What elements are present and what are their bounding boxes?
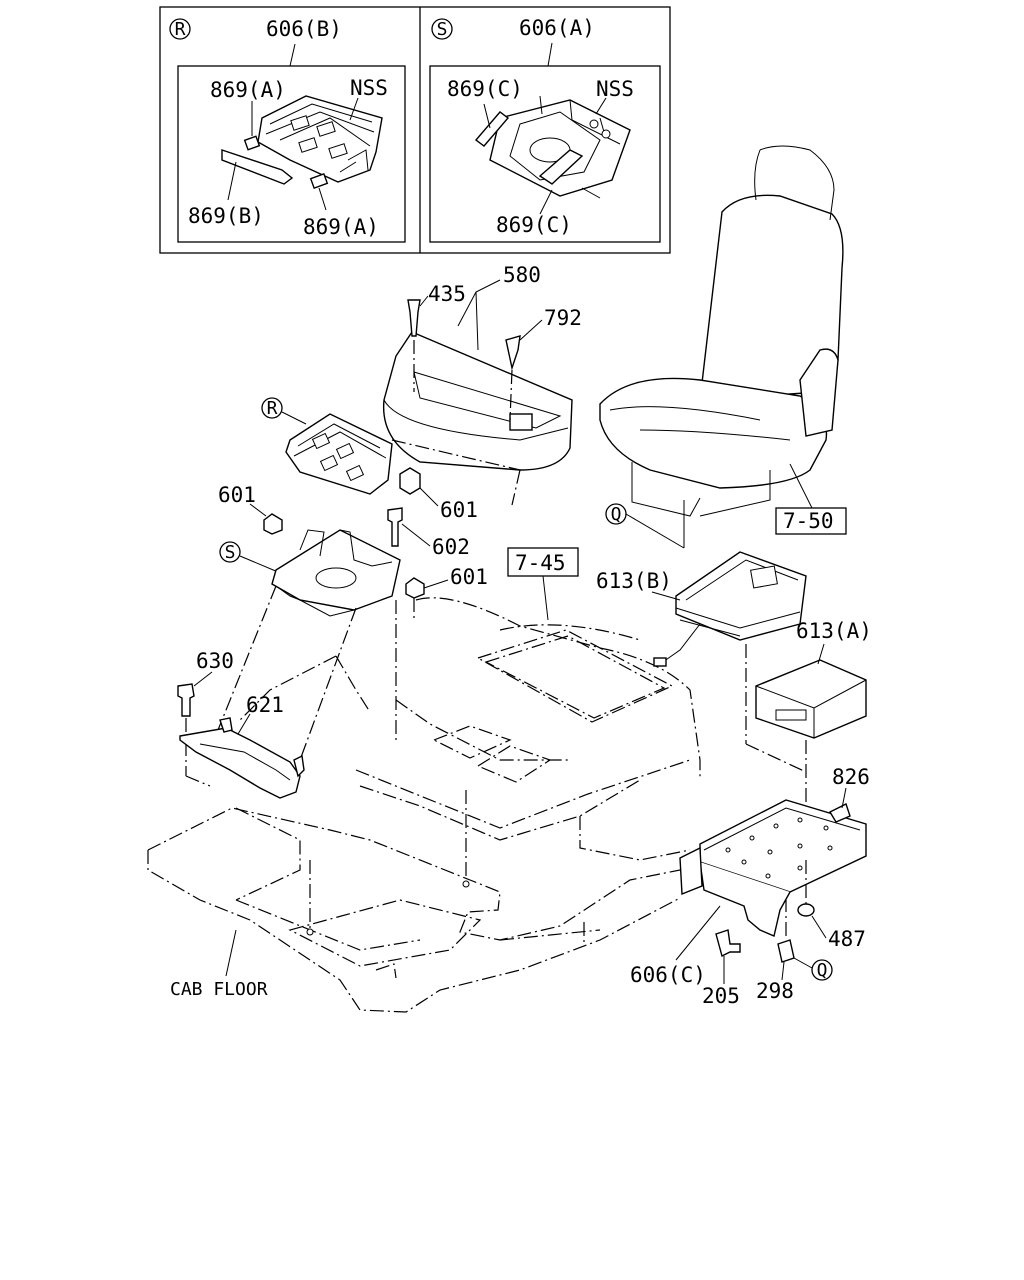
label-613b: 613(B) [596,569,672,593]
leader-601-left [249,503,267,517]
leader-613b [651,591,681,601]
label-869a-bottom: 869(A) [303,215,379,239]
clip-298-drawing [777,939,795,963]
label-826: 826 [832,765,870,789]
grommet-487-drawing [797,903,815,917]
seat-drawing [599,145,844,548]
leader-435 [419,295,429,307]
label-613a: 613(A) [796,619,872,643]
nss-bracket-s-drawing [474,95,631,215]
base-plate-606c-drawing [679,799,867,937]
leader-487 [811,915,827,939]
ref-7-50: 7-50 [783,509,834,533]
leader-606b [289,43,296,67]
nut-601-lower-drawing [405,577,425,599]
r-symbol-circle [169,18,191,40]
center-console-drawing [239,597,701,861]
label-792: 792 [544,306,582,330]
label-601-lower: 601 [450,565,488,589]
label-606a: 606(A) [519,16,595,40]
nss-bracket-r-drawing [221,95,383,211]
ref-7-45: 7-45 [515,551,566,575]
r-symbol: R [175,19,186,40]
q-marker-bottom-circle [811,959,833,981]
label-869b: 869(B) [188,204,264,228]
s-symbol-circle [431,18,453,40]
leader-613a [817,643,825,665]
bracket-621-drawing [179,717,305,799]
q-marker-top: Q [611,504,622,525]
inset-r: R 606(B) 869(A) NSS 869(B) 869(A) [169,17,406,243]
s-marker-circle [219,541,241,563]
s-symbol: S [437,19,448,40]
bolt-630-drawing [177,683,195,717]
q-marker-bottom: Q [817,960,828,981]
bolt-602-drawing [387,507,403,547]
leader-602 [401,523,431,547]
clip-792-drawing [505,335,521,371]
leader-cab-floor [225,929,237,977]
label-cab-floor: CAB FLOOR [170,979,268,1000]
leader-630 [193,671,213,687]
bolt-205-drawing [715,929,741,958]
label-602: 602 [432,535,470,559]
label-869c-top: 869(C) [447,77,523,101]
label-869a-top: 869(A) [210,78,286,102]
console-lid-drawing [382,331,573,471]
label-435: 435 [428,282,466,306]
nut-601-left-drawing [263,513,283,535]
ecu-613b-drawing [653,551,807,667]
leader-826 [841,787,847,809]
leader-580 [457,279,501,351]
r-marker: R [267,398,278,419]
leader-601-lower [423,579,449,589]
label-298: 298 [756,979,794,1003]
label-487: 487 [828,927,866,951]
label-580: 580 [503,263,541,287]
nut-601-drawing [399,467,421,495]
r-marker-circle [261,397,283,419]
label-606c: 606(C) [630,963,706,987]
inset-r-frame [177,65,406,243]
label-630: 630 [196,649,234,673]
s-marker: S [225,542,236,563]
bracket-s-drawing [271,529,401,617]
inset-s: S 606(A) 869(C) NSS 869(C) [429,16,661,243]
label-606b: 606(B) [266,17,342,41]
inset-panels: R 606(B) 869(A) NSS 869(B) 869(A) [159,6,671,254]
label-601-nut: 601 [440,498,478,522]
label-869c-bottom: 869(C) [496,213,572,237]
leader-606c [675,905,721,961]
label-nss-s: NSS [596,77,634,101]
inset-s-frame [429,65,661,243]
ref-7-50-box [775,507,847,535]
label-601-left: 601 [218,483,256,507]
bracket-r-drawing [285,413,393,495]
screw-435-drawing [407,299,421,337]
leader-601-nut [419,487,439,507]
leader-298 [781,961,785,981]
leader-792 [519,319,543,341]
module-613a-drawing [755,659,867,739]
label-621: 621 [246,693,284,717]
inset-outer-frame [159,6,671,254]
label-205: 205 [702,984,740,1008]
leader-606a [547,42,553,67]
cab-floor-drawing [147,807,681,1013]
label-nss-r: NSS [350,76,388,100]
